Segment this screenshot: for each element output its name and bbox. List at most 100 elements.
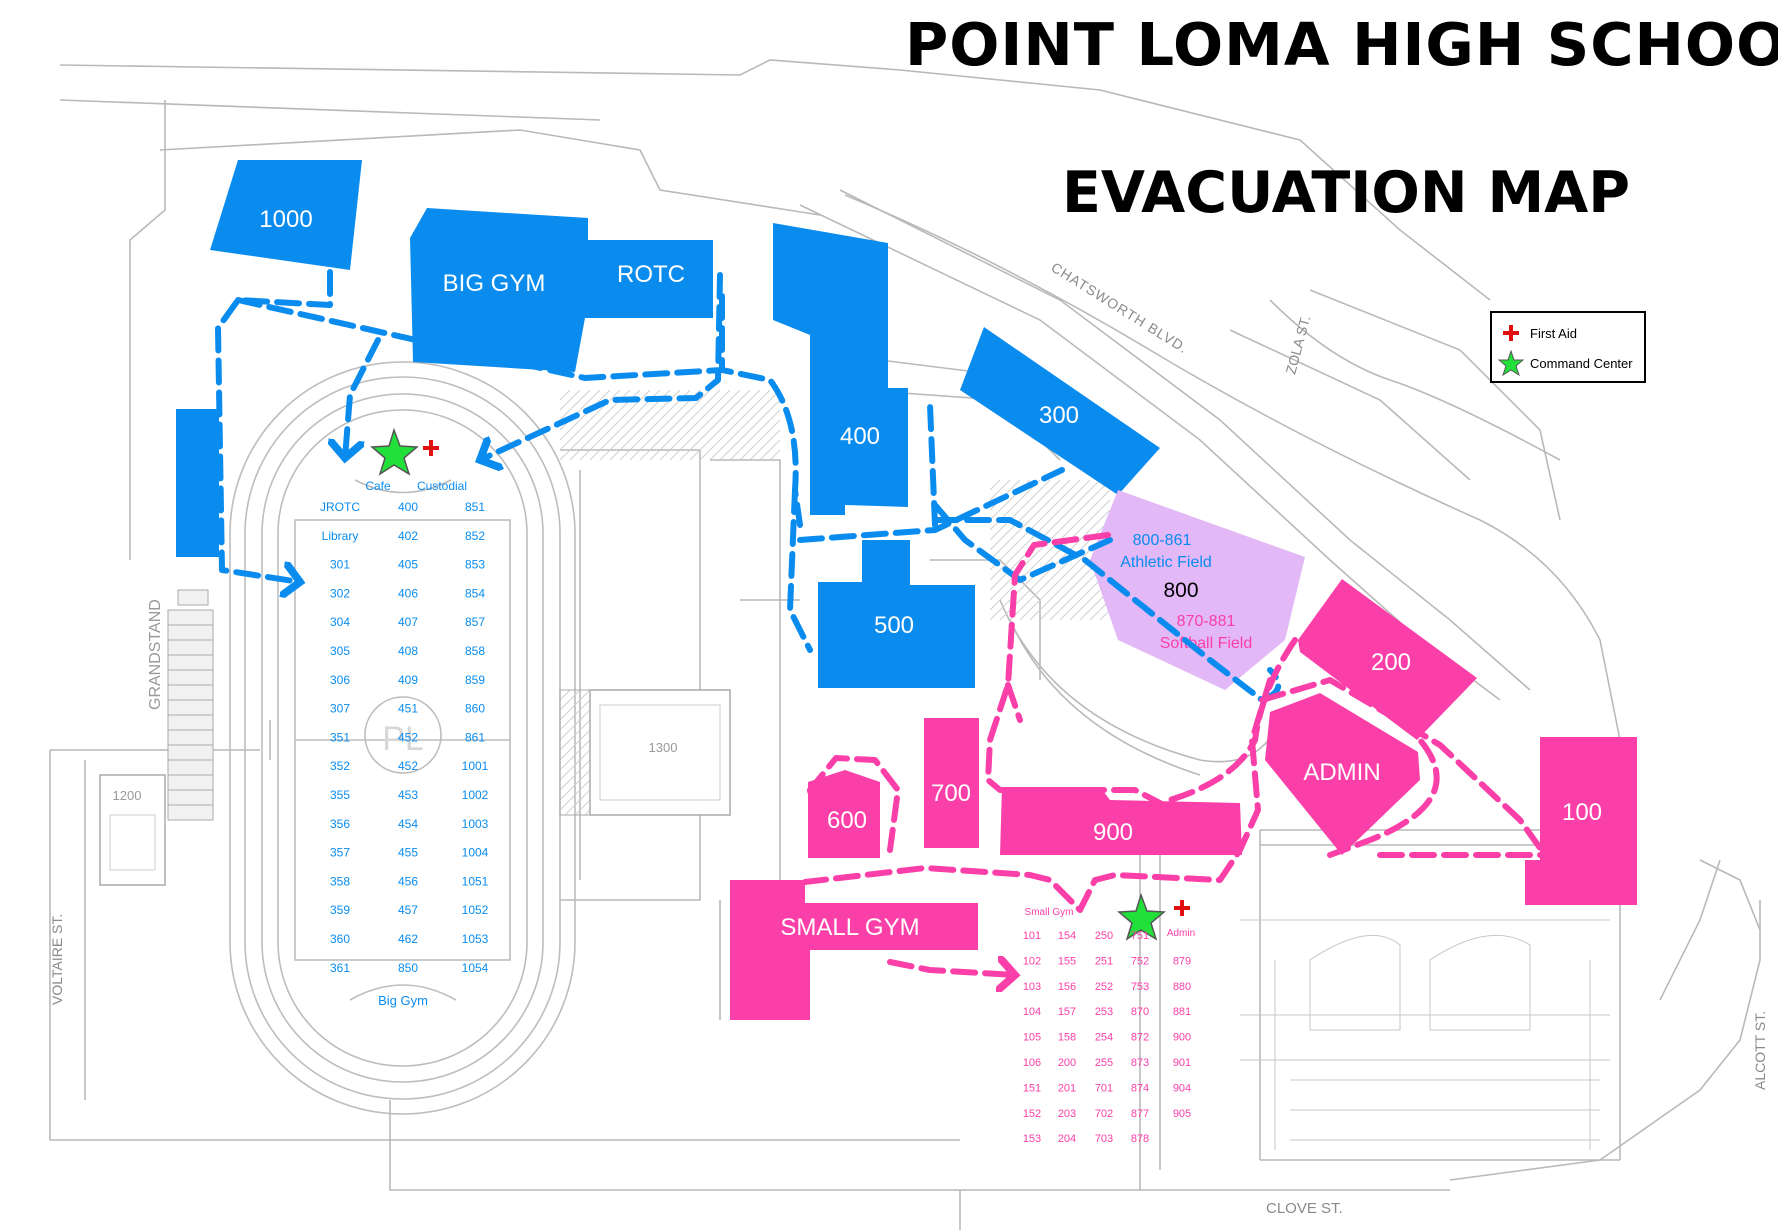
lot-grid-cell: 156 bbox=[1058, 981, 1076, 993]
lot-grid-cell: 254 bbox=[1095, 1032, 1113, 1044]
building-300 bbox=[960, 327, 1160, 495]
building-1200-label: 1200 bbox=[113, 788, 142, 803]
field-grid-cell: 301 bbox=[330, 558, 350, 572]
athletic-range-a: 800-861 bbox=[1133, 532, 1192, 549]
lot-grid-cell: 901 bbox=[1173, 1057, 1191, 1069]
command-center-icon-south bbox=[1117, 892, 1166, 941]
label-100: 100 bbox=[1562, 799, 1602, 826]
lot-grid-cell: 702 bbox=[1095, 1108, 1113, 1120]
building-700 bbox=[924, 718, 979, 848]
label-rotc: ROTC bbox=[617, 261, 685, 288]
field-grid-cell: 454 bbox=[398, 817, 418, 831]
label-1000: 1000 bbox=[259, 206, 312, 233]
grandstand-label: GRANDSTAND bbox=[147, 599, 164, 710]
field-grid-cell: 455 bbox=[398, 846, 418, 860]
field-grid-cell: JROTC bbox=[320, 500, 360, 514]
lot-grid-cell: 751 bbox=[1131, 930, 1149, 942]
page-subtitle: EVACUATION MAP bbox=[1062, 160, 1631, 226]
label-900: 900 bbox=[1093, 819, 1133, 846]
building-600 bbox=[808, 770, 880, 858]
field-grid-cell: 851 bbox=[465, 500, 485, 514]
field-grid-cell: 361 bbox=[330, 961, 350, 975]
building-900 bbox=[1000, 787, 1242, 855]
blue-zone-buildings bbox=[176, 160, 1160, 688]
field-grid-cell: 400 bbox=[398, 500, 418, 514]
field-grid-cell: 304 bbox=[330, 615, 350, 629]
lot-grid-cell: 152 bbox=[1023, 1108, 1041, 1120]
lot-grid-cell: 701 bbox=[1095, 1082, 1113, 1094]
building-400 bbox=[773, 223, 908, 515]
lot-grid-cell: 153 bbox=[1023, 1133, 1041, 1145]
lot-grid-cell: 101 bbox=[1023, 930, 1041, 942]
field-grid-cell: 358 bbox=[330, 874, 350, 888]
parking-lot bbox=[1240, 919, 1610, 1150]
grandstand-seating bbox=[167, 589, 214, 821]
street-voltaire: VOLTAIRE ST. bbox=[49, 914, 65, 1005]
field-grid-cell: 406 bbox=[398, 586, 418, 600]
lot-grid-cell: 155 bbox=[1058, 955, 1076, 967]
lot-grid-cell: 753 bbox=[1131, 981, 1149, 993]
running-track bbox=[229, 361, 576, 1115]
field-grid-cell: 451 bbox=[398, 702, 418, 716]
label-600: 600 bbox=[827, 807, 867, 834]
field-grid-cell: Library bbox=[322, 529, 359, 543]
field-grid-cell: 1051 bbox=[462, 874, 489, 888]
label-200: 200 bbox=[1371, 649, 1411, 676]
field-grid-cell: 409 bbox=[398, 673, 418, 687]
map-legend: First Aid Command Center bbox=[1490, 311, 1646, 383]
field-grid-cell: 859 bbox=[465, 673, 485, 687]
field-grid-cell: 402 bbox=[398, 529, 418, 543]
legend-command-center: Command Center bbox=[1498, 349, 1633, 377]
page-title: POINT LOMA HIGH SCHOOL bbox=[905, 10, 1778, 79]
legend-first-aid: First Aid bbox=[1498, 319, 1577, 347]
lot-grid-cell: 253 bbox=[1095, 1006, 1113, 1018]
building-1300-label: 1300 bbox=[649, 740, 678, 755]
field-grid-cell: 861 bbox=[465, 730, 485, 744]
field-grid-cell: 850 bbox=[398, 961, 418, 975]
lot-grid-cell: 151 bbox=[1023, 1082, 1041, 1094]
field-grid-cell: 860 bbox=[465, 702, 485, 716]
label-small-gym: SMALL GYM bbox=[780, 914, 919, 941]
plaza-hatch-north bbox=[560, 390, 780, 460]
pink-zone-buildings bbox=[730, 579, 1637, 1020]
field-grid-cell: 356 bbox=[330, 817, 350, 831]
label-300: 300 bbox=[1039, 402, 1079, 429]
field-grid-cell: 857 bbox=[465, 615, 485, 629]
field-grid-cell: 1002 bbox=[462, 788, 489, 802]
athletic-field-area bbox=[1090, 490, 1305, 690]
lot-grid-cell: 251 bbox=[1095, 955, 1113, 967]
field-logo: PL bbox=[382, 720, 424, 758]
field-grid-cell: 1001 bbox=[462, 759, 489, 773]
legend-command-center-label: Command Center bbox=[1530, 355, 1633, 371]
field-grid-cell: 355 bbox=[330, 788, 350, 802]
blue-evacuation-routes bbox=[215, 269, 1282, 703]
command-center-icon bbox=[1498, 350, 1524, 376]
field-grid-cell: 307 bbox=[330, 702, 350, 716]
building-200 bbox=[1298, 579, 1477, 740]
lot-grid-cell: 201 bbox=[1058, 1082, 1076, 1094]
lot-grid-cell: 878 bbox=[1131, 1133, 1149, 1145]
lot-grid-cell: 105 bbox=[1023, 1032, 1041, 1044]
lot-grid-cell: 904 bbox=[1173, 1082, 1191, 1094]
lot-grid-cell: 157 bbox=[1058, 1006, 1076, 1018]
label-500: 500 bbox=[874, 612, 914, 639]
lot-grid-cell: 106 bbox=[1023, 1057, 1041, 1069]
athletic-label-b: Softball Field bbox=[1160, 635, 1253, 652]
legend-first-aid-label: First Aid bbox=[1530, 325, 1577, 341]
lot-grid-header: Admin bbox=[1167, 928, 1195, 939]
field-grid-footer: Big Gym bbox=[378, 993, 428, 1008]
field-grid-header: Custodial bbox=[417, 479, 467, 493]
lot-grid-cell: 103 bbox=[1023, 981, 1041, 993]
lot-grid-cell: 877 bbox=[1131, 1108, 1149, 1120]
field-grid-cell: 452 bbox=[398, 759, 418, 773]
field-grid-cell: 407 bbox=[398, 615, 418, 629]
field-grid-cell: 853 bbox=[465, 558, 485, 572]
field-grid-cell: 1004 bbox=[462, 846, 489, 860]
pink-evacuation-routes bbox=[802, 532, 1553, 975]
lot-grid-cell: 874 bbox=[1131, 1082, 1149, 1094]
lot-grid-header: Small Gym bbox=[1025, 907, 1074, 918]
field-grid-cell: 1054 bbox=[462, 961, 489, 975]
lot-grid-cell: 872 bbox=[1131, 1032, 1149, 1044]
field-grid-cell: 852 bbox=[465, 529, 485, 543]
